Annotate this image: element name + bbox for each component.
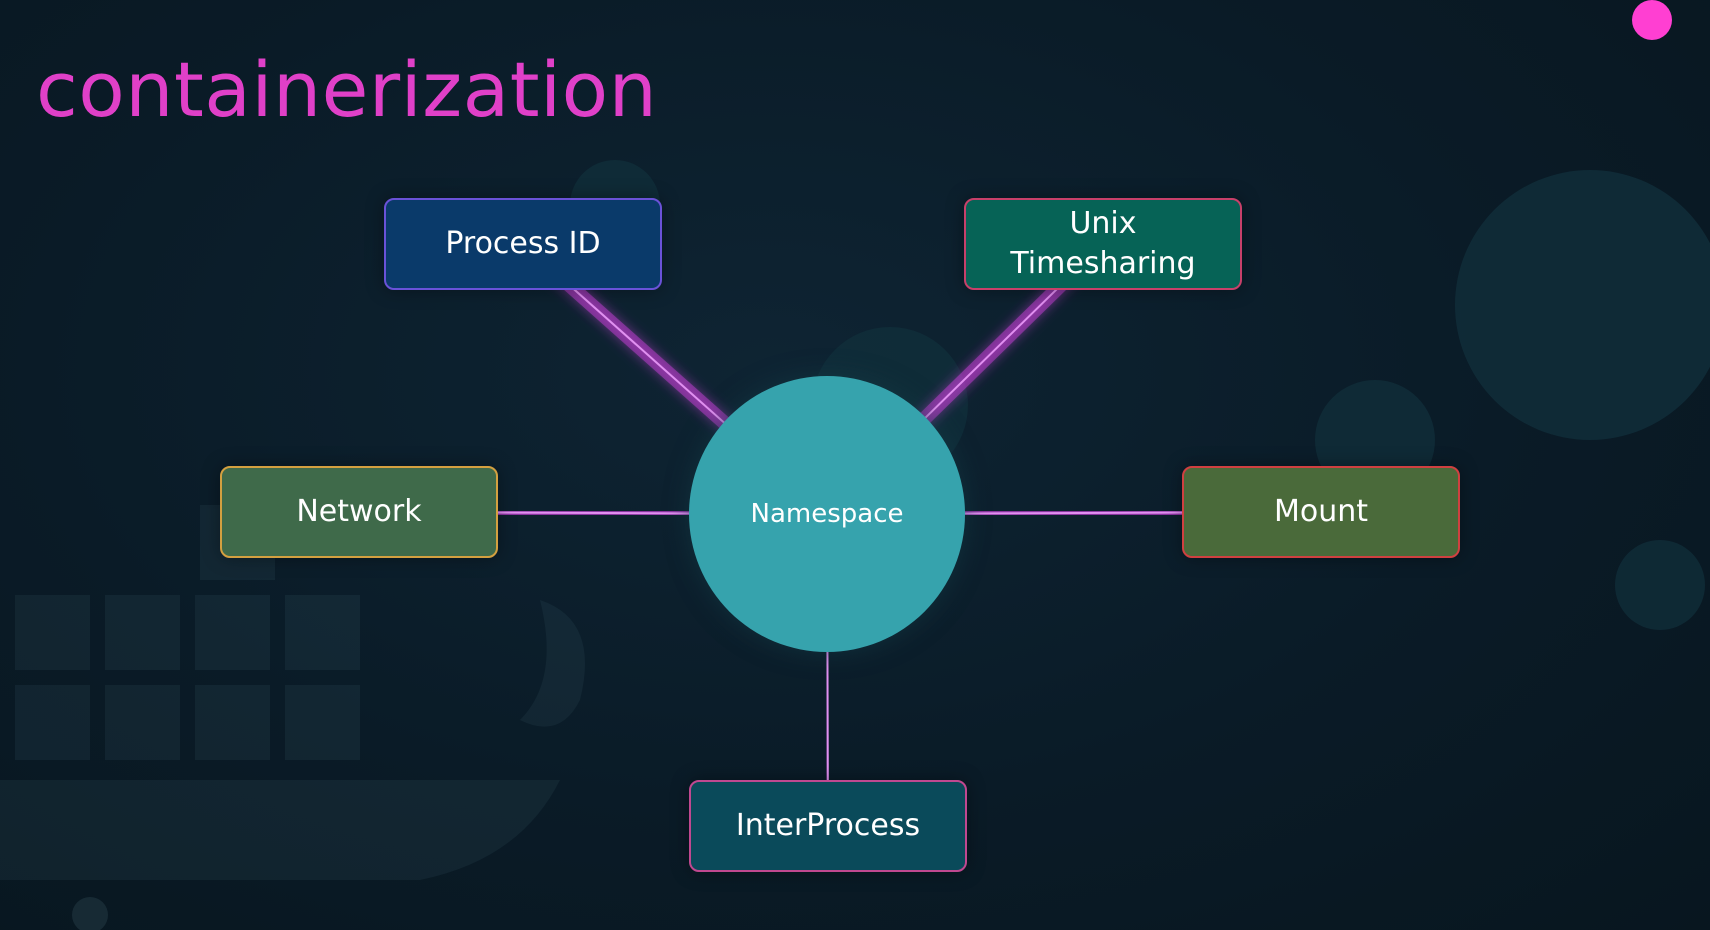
node-label: Mount xyxy=(1273,493,1369,529)
node-unix-timesharing[interactable]: Unix Timesharing xyxy=(964,198,1242,290)
node-label: Process ID xyxy=(445,225,601,261)
node-label: Network xyxy=(296,493,422,529)
accent-dot xyxy=(1632,0,1672,40)
bg-bubble xyxy=(1455,170,1710,440)
hub-namespace[interactable]: Namespace xyxy=(689,376,965,652)
node-network[interactable]: Network xyxy=(220,466,498,558)
bg-bubble xyxy=(1615,540,1705,630)
node-process-id[interactable]: Process ID xyxy=(384,198,662,290)
node-interprocess[interactable]: InterProcess xyxy=(689,780,967,872)
node-mount[interactable]: Mount xyxy=(1182,466,1460,558)
node-label: InterProcess xyxy=(735,807,921,843)
slide-title: containerization xyxy=(36,45,658,134)
node-label: Unix Timesharing xyxy=(1010,205,1196,282)
hub-label: Namespace xyxy=(750,499,904,529)
bg-bubble xyxy=(72,897,108,930)
